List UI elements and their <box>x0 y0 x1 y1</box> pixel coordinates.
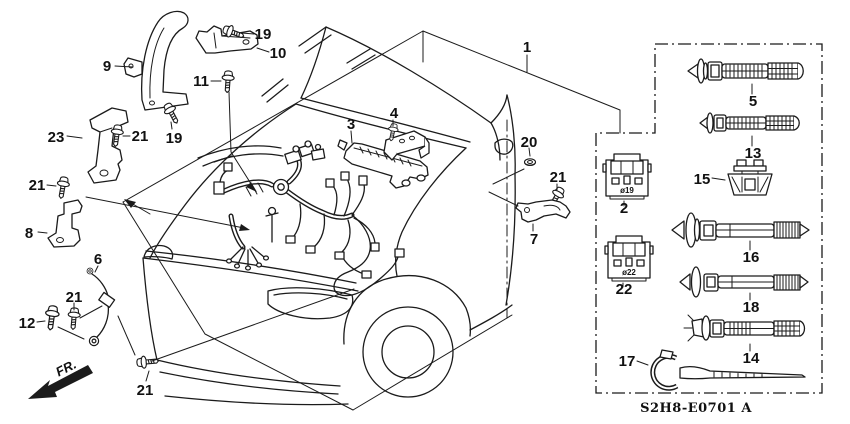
connector-22-drawing: ø22 <box>604 235 654 282</box>
callout-21: 21 <box>550 169 567 186</box>
callout-6: 6 <box>94 251 102 268</box>
callout-22: 22 <box>616 281 633 298</box>
harness-clip-15-drawing <box>727 159 773 196</box>
callout-19: 19 <box>255 26 272 43</box>
connector-2-marking: ø19 <box>620 186 634 195</box>
callout-12: 12 <box>19 315 36 332</box>
fr-direction-arrow: FR. <box>28 357 93 399</box>
wire-harness-drawing <box>213 140 405 297</box>
wire-tie-5-drawing <box>687 58 804 84</box>
callout-23: 23 <box>48 129 65 146</box>
connector-2-drawing: ø19 <box>602 153 652 200</box>
callout-3: 3 <box>347 116 355 133</box>
tube-clamp-17-drawing <box>650 349 806 391</box>
parts-inset-box: ø19 ø22 <box>595 43 823 394</box>
callout-19: 19 <box>166 130 183 147</box>
wire-tie-16-drawing <box>671 212 810 248</box>
wire-tie-13-drawing <box>699 112 800 134</box>
callout-11: 11 <box>193 73 209 90</box>
callout-16: 16 <box>743 249 760 266</box>
callout-8: 8 <box>25 225 33 242</box>
callout-21: 21 <box>66 289 83 306</box>
callout-21: 21 <box>29 177 46 194</box>
bolt-21-icon <box>66 306 82 331</box>
callout-21: 21 <box>137 382 154 399</box>
callout-1: 1 <box>523 39 531 56</box>
bracket-8-drawing <box>47 199 83 248</box>
diagram-code: S2H8-E0701 A <box>640 401 752 416</box>
callout-9: 9 <box>103 58 111 75</box>
callout-2: 2 <box>620 200 628 217</box>
bolt-11-icon <box>220 69 236 94</box>
ground-cable-6-drawing <box>86 267 116 347</box>
callout-14: 14 <box>743 350 760 367</box>
bracket-4-drawing <box>383 130 430 161</box>
bracket-7-drawing <box>515 199 571 223</box>
nut-20-icon <box>523 158 537 166</box>
callout-labels: 9 19 10 11 23 21 19 21 8 6 21 12 21 1 3 … <box>19 26 762 399</box>
connector-22-marking: ø22 <box>622 268 636 277</box>
callout-20: 20 <box>521 134 538 151</box>
callout-18: 18 <box>743 299 760 316</box>
bracket-9-drawing <box>123 10 189 111</box>
leader-lines <box>36 32 753 382</box>
callout-17: 17 <box>619 353 636 370</box>
callout-15: 15 <box>694 171 711 188</box>
callout-7: 7 <box>530 231 538 248</box>
bolt-21-icon <box>135 354 160 370</box>
wire-tie-18-drawing <box>679 266 809 298</box>
callout-21: 21 <box>132 128 149 145</box>
bolt-21-icon <box>54 175 72 200</box>
callout-13: 13 <box>745 145 762 162</box>
view-plane-lines <box>117 30 621 411</box>
callout-4: 4 <box>390 105 399 122</box>
callout-10: 10 <box>270 45 287 62</box>
wire-tie-14-drawing <box>683 314 806 342</box>
callout-5: 5 <box>749 93 757 110</box>
bracket-23-drawing <box>87 107 129 184</box>
vehicle-outline <box>142 26 516 406</box>
